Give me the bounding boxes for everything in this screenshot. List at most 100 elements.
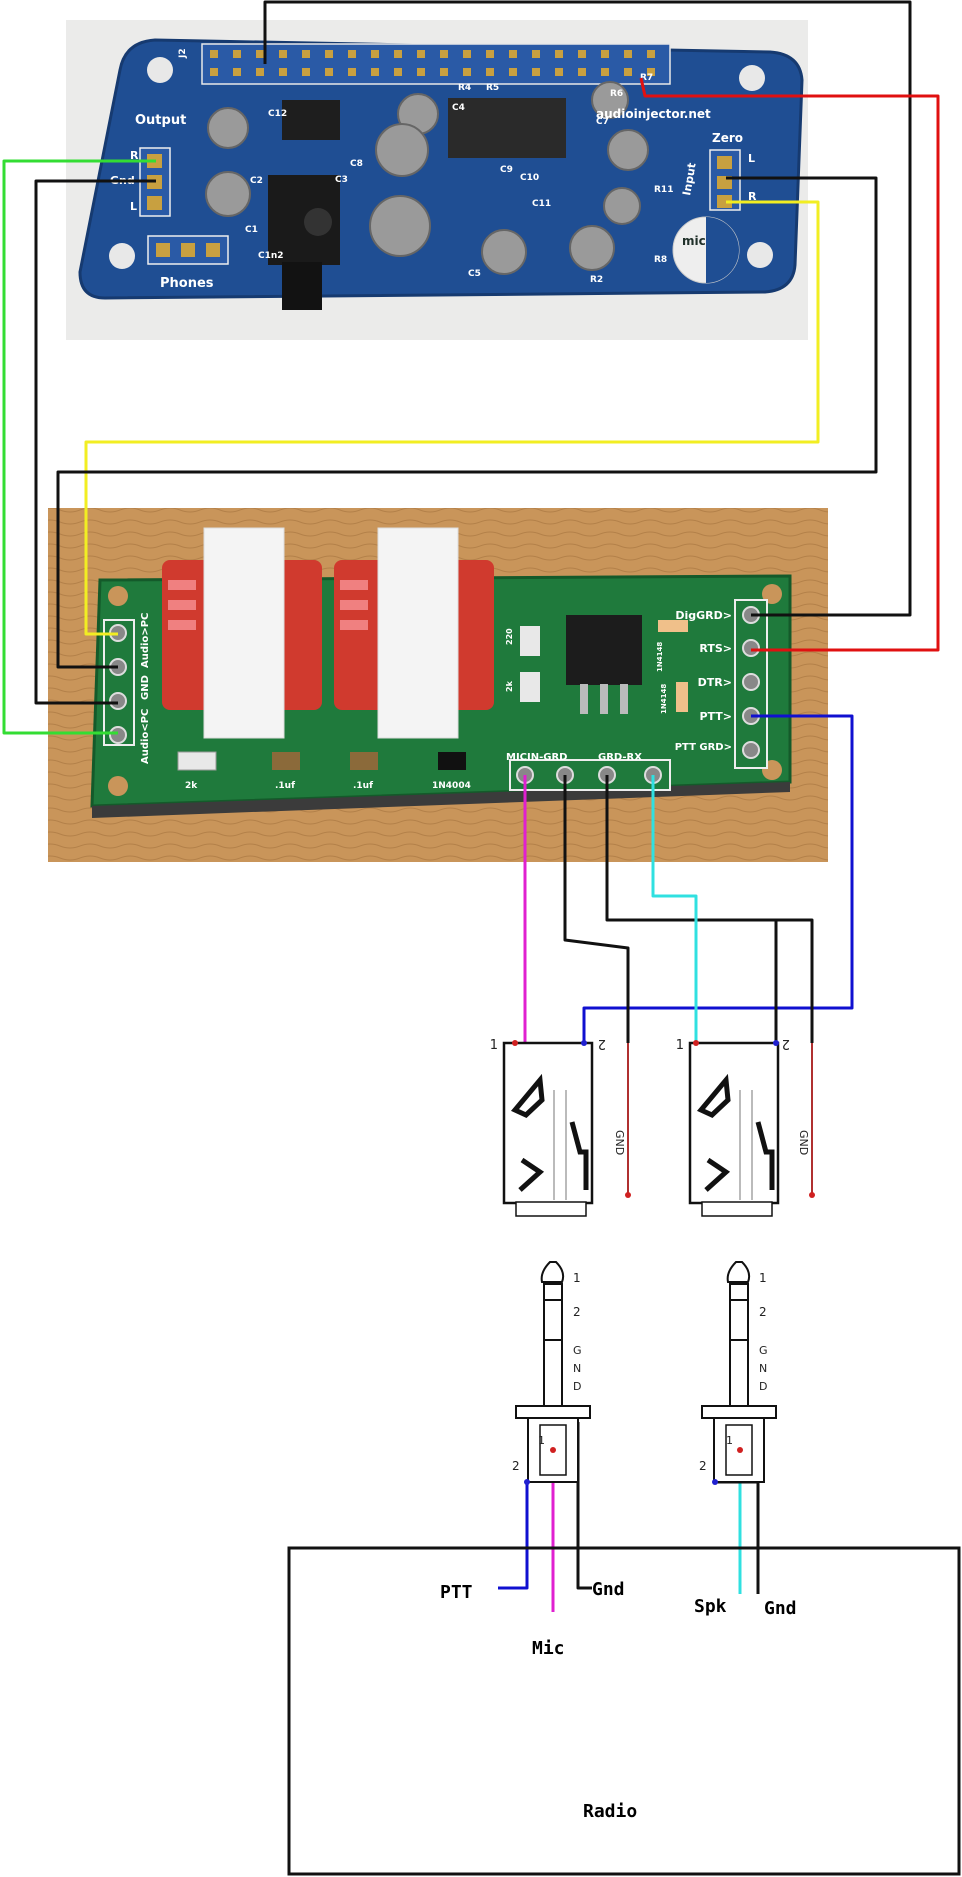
wire-black-in <box>56 176 878 669</box>
plug2-pin2: 2 <box>759 1305 767 1319</box>
radio-label-spk: Spk <box>694 1596 727 1617</box>
header-pin <box>647 50 655 58</box>
jack2-gnd: GND <box>797 1130 810 1155</box>
header-pin <box>394 68 402 76</box>
capacitors <box>205 81 649 275</box>
wire-green <box>2 159 156 735</box>
plug2-gnd-g: G <box>759 1344 768 1357</box>
silk-label: C1 <box>245 225 258 235</box>
header-pin <box>578 50 586 58</box>
header-label: J2 <box>178 48 188 59</box>
plug1-base-pin1: 1 <box>538 1434 545 1447</box>
silk-label: R11 <box>654 185 673 195</box>
silk-label: C2 <box>250 176 263 186</box>
wires <box>2 0 940 1612</box>
wire-yellow <box>84 200 820 636</box>
plug2-base-pin1: 1 <box>726 1434 733 1447</box>
plug2-gnd-d: D <box>759 1380 767 1393</box>
pin-label-ptt-grd: PTT GRD> <box>675 742 732 753</box>
header-pin <box>371 50 379 58</box>
header-pin <box>532 50 540 58</box>
wire-black-diggrd <box>263 0 912 617</box>
plug1-gnd-g: G <box>573 1344 582 1357</box>
header-pin <box>440 50 448 58</box>
output-label: Output <box>135 113 186 128</box>
header-pin <box>601 68 609 76</box>
capacitor <box>603 187 641 225</box>
header-pin <box>210 68 218 76</box>
mount-hole <box>747 242 773 268</box>
header-pin <box>555 68 563 76</box>
radio-box: PTT Gnd Mic Spk Gnd Radio <box>287 1546 961 1876</box>
header-pin <box>348 68 356 76</box>
header-pin <box>302 50 310 58</box>
silk-label: C9 <box>500 165 513 175</box>
plug2-base-pin2: 2 <box>699 1459 707 1473</box>
model-label: Zero <box>712 131 743 145</box>
part-label-220: 220 <box>505 628 514 645</box>
header-pin <box>256 50 264 58</box>
jack-body <box>688 1041 780 1205</box>
radio-label-gnd-left: Gnd <box>592 1579 625 1600</box>
radio-title: Radio <box>583 1801 637 1822</box>
header-pin <box>348 50 356 58</box>
cap-1uf <box>272 752 300 770</box>
plug1-base-pin2: 2 <box>512 1459 520 1473</box>
header-pin <box>417 50 425 58</box>
part-label-1n4148: 1N4148 <box>660 684 668 714</box>
jack2-pin1: 1 <box>676 1038 684 1053</box>
header-pin <box>463 50 471 58</box>
pin-label-rts: RTS> <box>699 642 732 655</box>
plug1-gnd-d: D <box>573 1380 581 1393</box>
silk-label: R8 <box>654 255 667 265</box>
wire-cyan-rx <box>651 775 698 1043</box>
header-pin <box>578 68 586 76</box>
capacitor <box>207 107 249 149</box>
resistor-2k-bottom <box>177 751 217 771</box>
header-pin <box>279 68 287 76</box>
header-pin <box>256 68 264 76</box>
silk-label: C7 <box>596 117 609 127</box>
bottom-pin-strip <box>509 759 671 791</box>
header-pin <box>233 68 241 76</box>
jack1-gnd: GND <box>613 1130 626 1155</box>
brand-label: audioinjector.net <box>596 107 711 121</box>
transformer-left <box>162 527 322 739</box>
pin-label-ptt: PTT> <box>699 710 732 723</box>
silk-label: R2 <box>590 275 603 285</box>
silk-label: C5 <box>468 269 481 279</box>
wire-red-rts <box>639 77 940 652</box>
plug-1: 1 2 G N D 2 1 <box>512 1261 591 1485</box>
pin-label-micin-grd: MICIN-GRD <box>506 752 567 763</box>
out-pin-l: L <box>130 200 137 213</box>
wire-black-out-gnd <box>34 179 156 705</box>
silk-label: R4 <box>458 83 471 93</box>
header-pin <box>394 50 402 58</box>
jack-body <box>502 1041 594 1205</box>
part-label-1n4148: 1N4148 <box>656 642 664 672</box>
silk-label: C1n2 <box>258 251 284 261</box>
header-pin <box>624 68 632 76</box>
header-pin <box>601 50 609 58</box>
radio-label-mic: Mic <box>532 1638 565 1659</box>
part-label-1uf: .1uf <box>353 781 373 791</box>
header-pin <box>325 50 333 58</box>
silk-label: C4 <box>452 103 465 113</box>
pin-label-diggrd: DigGRD> <box>675 609 732 622</box>
header-pin <box>302 68 310 76</box>
diode <box>658 620 688 632</box>
capacitor <box>369 195 431 257</box>
capacitor <box>375 123 429 177</box>
silk-label: R5 <box>486 83 499 93</box>
silk-label: C8 <box>350 159 363 169</box>
header-pin <box>279 50 287 58</box>
header-pin <box>509 68 517 76</box>
out-pin-r: R <box>130 149 139 162</box>
input-label: Input <box>680 162 699 197</box>
header-pin <box>325 68 333 76</box>
phones-label: Phones <box>160 276 214 291</box>
plug1-pin1: 1 <box>573 1271 581 1285</box>
header-pin <box>555 50 563 58</box>
radio-label-gnd-right: Gnd <box>764 1598 797 1619</box>
